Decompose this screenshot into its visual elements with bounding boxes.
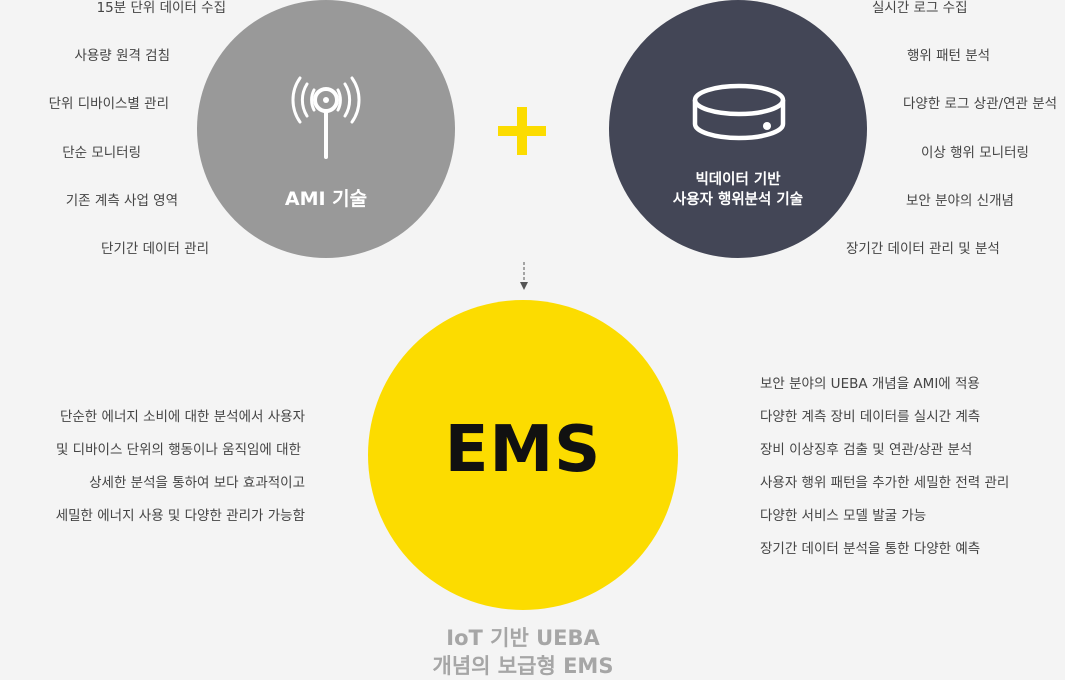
- bigdata-feature: 행위 패턴 분석: [907, 48, 991, 64]
- bigdata-circle: 빅데이터 기반 사용자 행위분석 기술: [609, 0, 867, 258]
- database-disk-icon: [692, 83, 786, 141]
- bigdata-feature: 장기간 데이터 관리 및 분석: [846, 241, 1000, 257]
- ami-title: AMI 기술: [284, 188, 368, 210]
- caption-line1: IoT 기반 UEBA: [446, 626, 600, 650]
- caption: IoT 기반 UEBA 개념의 보급형 EMS: [373, 624, 673, 680]
- ems-feature: 다양한 서비스 모델 발굴 가능: [760, 508, 927, 524]
- antenna-icon: [291, 76, 361, 159]
- ems-feature: 다양한 계측 장비 데이터를 실시간 계측: [760, 409, 981, 425]
- ami-feature: 단순 모니터링: [62, 145, 141, 161]
- plus-icon: [498, 107, 546, 155]
- bigdata-title-line1: 빅데이터 기반: [695, 172, 781, 188]
- ami-feature: 단위 디바이스별 관리: [48, 96, 169, 112]
- ems-title: EMS: [444, 413, 602, 487]
- ami-feature: 기존 계측 사업 영역: [65, 193, 178, 209]
- dashed-arrow-down-icon: [520, 262, 528, 290]
- ami-circle: AMI 기술: [197, 0, 455, 258]
- bigdata-feature: 보안 분야의 신개념: [906, 193, 1014, 209]
- ems-description-line: 단순한 에너지 소비에 대한 분석에서 사용자: [59, 409, 305, 425]
- ami-feature: 15분 단위 데이터 수집: [96, 0, 226, 16]
- caption-line2: 개념의 보급형 EMS: [432, 654, 614, 678]
- ems-feature: 보안 분야의 UEBA 개념을 AMI에 적용: [760, 376, 980, 392]
- ems-circle: EMS: [368, 300, 678, 610]
- bigdata-title: 빅데이터 기반 사용자 행위분석 기술: [609, 170, 867, 210]
- bigdata-feature: 이상 행위 모니터링: [921, 145, 1029, 161]
- bigdata-feature: 다양한 로그 상관/연관 분석: [903, 96, 1058, 112]
- ems-feature: 장비 이상징후 검출 및 연관/상관 분석: [760, 442, 973, 458]
- ems-feature: 사용자 행위 패턴을 추가한 세밀한 전력 관리: [760, 475, 1010, 491]
- ami-feature: 단기간 데이터 관리: [101, 241, 209, 257]
- ems-feature: 장기간 데이터 분석을 통한 다양한 예측: [760, 541, 981, 557]
- ami-feature: 사용량 원격 검침: [74, 48, 170, 64]
- ems-description-line: 상세한 분석을 통하여 보다 효과적이고: [89, 475, 305, 491]
- bigdata-feature: 실시간 로그 수집: [872, 0, 968, 16]
- ems-description-line: 및 디바이스 단위의 행동이나 움직임에 대한: [55, 442, 301, 458]
- bigdata-title-line2: 사용자 행위분석 기술: [672, 192, 804, 208]
- ems-description-line: 세밀한 에너지 사용 및 다양한 관리가 가능함: [55, 508, 305, 524]
